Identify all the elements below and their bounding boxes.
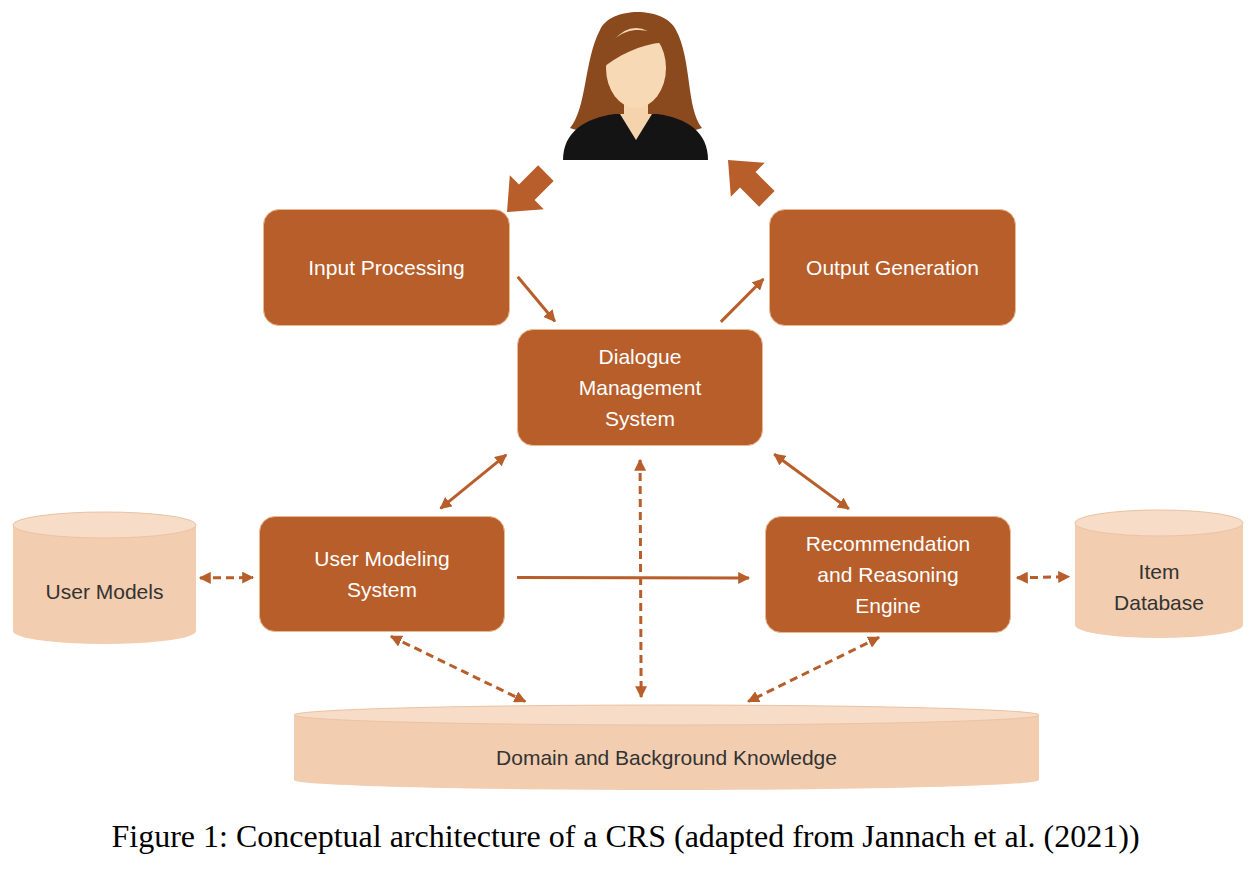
- connector-arrow: [517, 576, 749, 579]
- node-label: User Models: [46, 576, 164, 607]
- figure-caption: Figure 1: Conceptual architecture of a C…: [0, 818, 1251, 855]
- avatar-neckline: [620, 114, 652, 140]
- user-avatar: [563, 12, 708, 160]
- database-cylinder: User Models: [13, 512, 196, 644]
- connector-arrow: [440, 455, 506, 509]
- node-label: Item Database: [1109, 556, 1209, 618]
- process-box: User Modeling System: [259, 516, 505, 632]
- cylinder-body: [13, 512, 196, 644]
- node-label: Domain and Background Knowledge: [496, 742, 837, 773]
- dashed-connector: [748, 637, 879, 701]
- node-label: Dialogue Management System: [565, 341, 715, 434]
- cylinder-body: [294, 705, 1039, 790]
- output-block-arrow: [711, 143, 784, 216]
- connector-arrow: [721, 279, 764, 322]
- process-box: Input Processing: [263, 209, 510, 326]
- node-label: Recommendation and Reasoning Engine: [799, 528, 977, 621]
- connector-arrow: [518, 277, 555, 322]
- cylinder-top: [1075, 510, 1243, 536]
- node-label: Output Generation: [806, 252, 979, 283]
- dashed-connector: [640, 460, 641, 697]
- dashed-connector: [391, 636, 525, 701]
- node-label: User Modeling System: [300, 543, 465, 605]
- process-box: Output Generation: [769, 209, 1016, 326]
- avatar-shoulders: [563, 114, 708, 160]
- cylinder-top: [13, 512, 196, 538]
- database-cylinder: Item Database: [1075, 510, 1243, 638]
- cylinder-body: [1075, 510, 1243, 638]
- connector-arrow: [774, 454, 849, 509]
- dashed-connector: [200, 576, 253, 579]
- avatar-bangs: [605, 30, 670, 66]
- node-label: Input Processing: [308, 252, 464, 283]
- process-box: Recommendation and Reasoning Engine: [765, 516, 1011, 633]
- cylinder-outline: [13, 512, 196, 644]
- cylinder-top: [294, 705, 1039, 725]
- knowledge-band: Domain and Background Knowledge: [294, 705, 1039, 790]
- dashed-connector: [1017, 577, 1069, 578]
- process-box: Dialogue Management System: [517, 329, 763, 446]
- avatar-hair: [570, 12, 702, 131]
